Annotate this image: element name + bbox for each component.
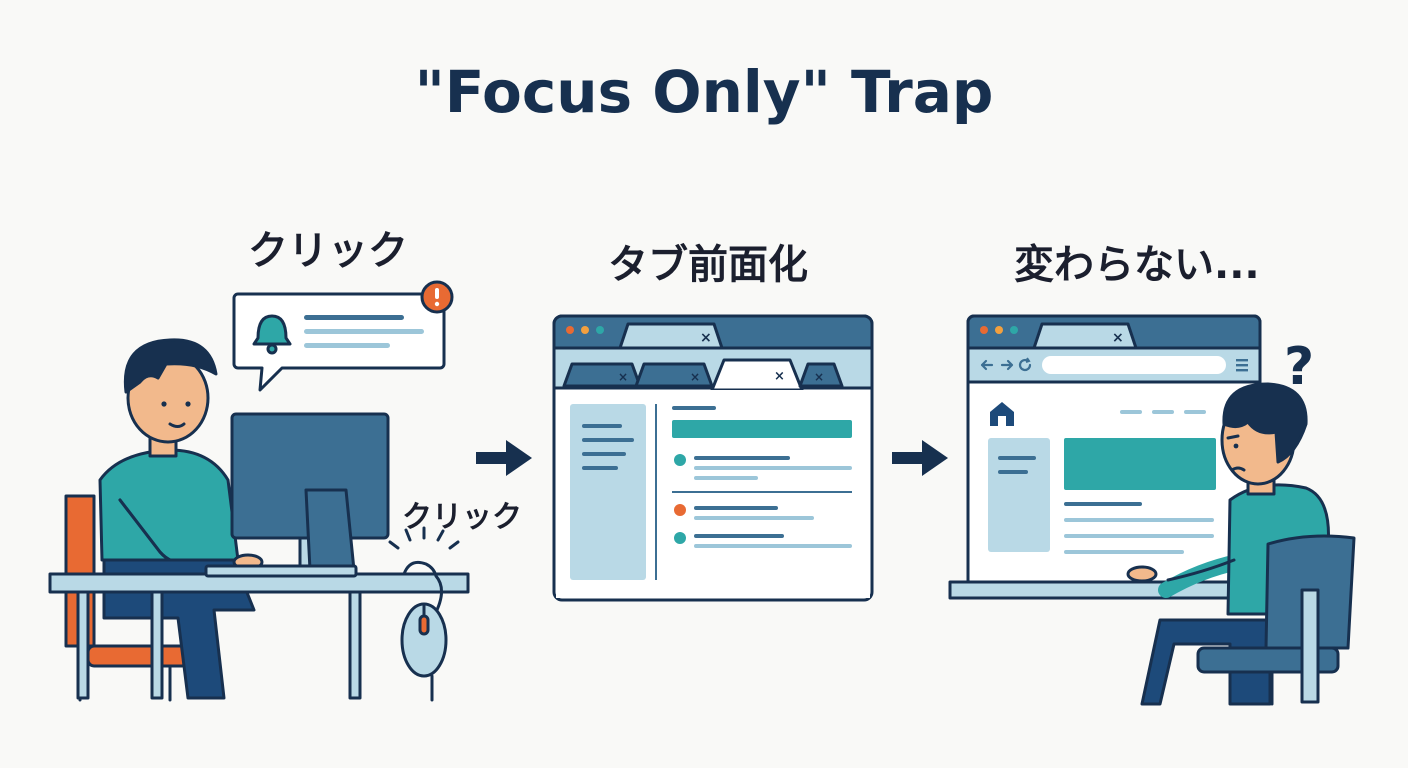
step3-label: 変わらない...	[1014, 242, 1260, 288]
diagram-title: "Focus Only" Trap	[414, 58, 994, 126]
close-icon: ×	[1112, 330, 1124, 346]
chair	[1196, 534, 1356, 706]
background-tab: ×	[562, 362, 642, 388]
menu-icon	[1236, 359, 1248, 372]
step2-label: タブ前面化	[608, 242, 808, 288]
svg-text:?: ?	[1284, 337, 1314, 397]
background-tab: ×	[634, 362, 714, 388]
bell-icon	[252, 314, 292, 355]
mouse-icon	[388, 526, 460, 702]
arrow-right-icon	[892, 440, 948, 476]
step2-browser-window: × × × × ×	[552, 314, 874, 602]
svg-text:×: ×	[618, 370, 628, 384]
person-working	[98, 338, 264, 700]
reload-icon	[1018, 357, 1032, 372]
step1-scene	[48, 280, 470, 702]
background-tab: ×	[798, 362, 844, 388]
question-icon: ?	[1284, 337, 1314, 397]
desk	[48, 572, 470, 700]
person-confused	[1126, 382, 1331, 706]
svg-text:×: ×	[690, 370, 700, 384]
step3-scene: ×	[948, 314, 1356, 706]
svg-text:×: ×	[774, 369, 785, 384]
laptop	[204, 488, 358, 578]
svg-text:×: ×	[814, 370, 824, 384]
active-tab: ×	[710, 358, 804, 392]
home-icon	[990, 402, 1014, 426]
arrow-right-icon	[476, 440, 532, 476]
back-icon	[980, 359, 994, 371]
forward-icon	[1000, 359, 1014, 371]
step1-click-label: クリック	[402, 500, 522, 535]
close-icon: ×	[700, 330, 712, 346]
step1-label: クリック	[248, 228, 408, 274]
alert-icon	[420, 280, 454, 314]
notification-bubble	[232, 280, 454, 392]
